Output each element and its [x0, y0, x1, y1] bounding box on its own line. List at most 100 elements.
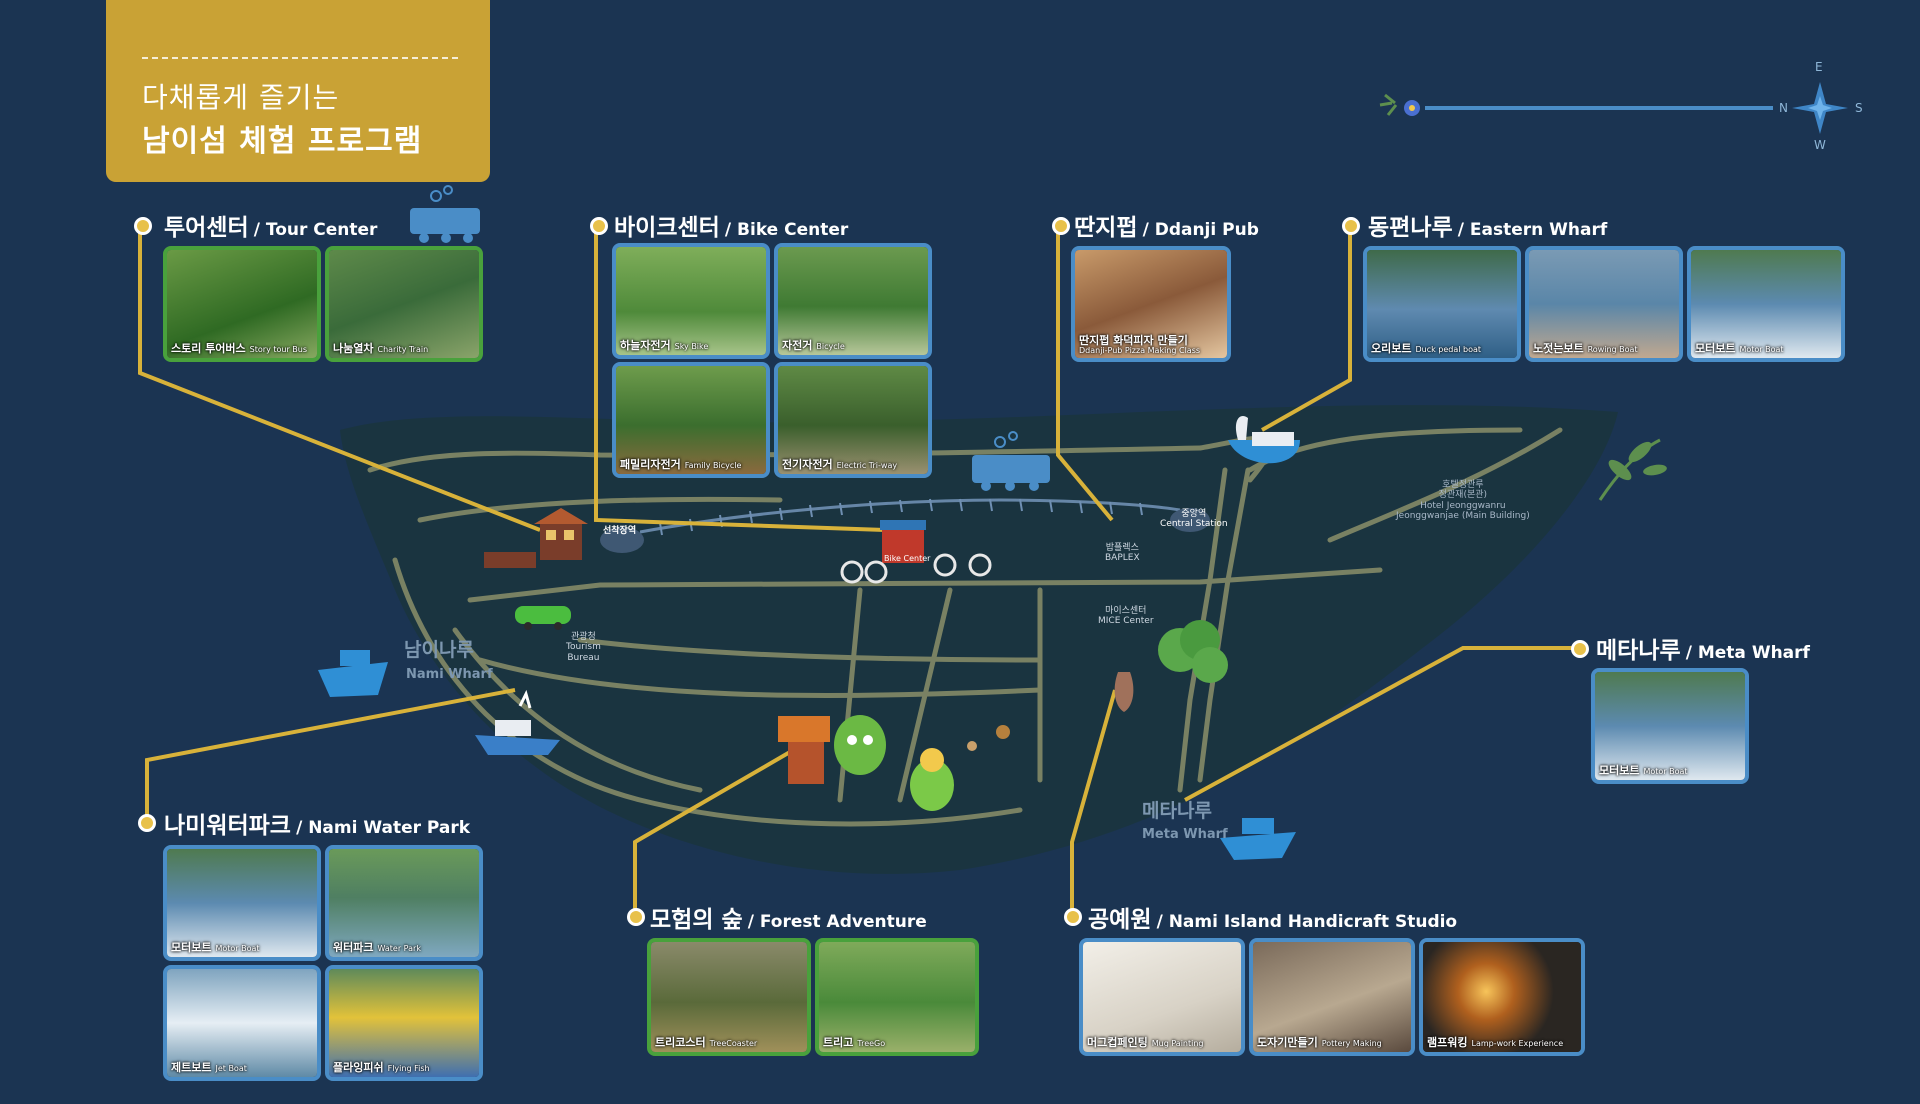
compass-north: N: [1779, 101, 1788, 115]
photo-wp-motor-boat: [167, 849, 317, 957]
leaf-decoration-icon: [1598, 438, 1667, 501]
forest-adventure-sign-icon: [778, 716, 830, 784]
bicycle-icon: [840, 553, 992, 584]
water-park-boat-icon: [475, 689, 560, 755]
ferry-station-label: 선착장역: [603, 526, 637, 536]
bike-center-building-icon: [880, 520, 926, 563]
photo-electric-tri-way: [778, 366, 928, 474]
handicraft-title-ko: 공예원: [1088, 907, 1152, 933]
handicraft-bullet: [1064, 908, 1082, 926]
water-park-title: 나미워터파크 / Nami Water Park: [164, 806, 470, 840]
bike-center-title-en: / Bike Center: [724, 220, 849, 240]
bike-center-title-ko: 바이크센터: [614, 215, 720, 241]
photo-sky-bike: [616, 247, 766, 355]
tour-center-bullet: [134, 217, 152, 235]
eastern-wharf-bullet: [1342, 217, 1360, 235]
title-divider: [142, 57, 458, 59]
duck-boat-icon: [1228, 416, 1300, 464]
handicraft-title: 공예원 / Nami Island Handicraft Studio: [1088, 900, 1457, 934]
acorn-icon: [967, 725, 1010, 751]
tour-center-title: 투어센터 / Tour Center: [164, 208, 377, 242]
photo-rowing-boat: [1529, 250, 1679, 358]
title-box: 다채롭게 즐기는 남이섬 체험 프로그램: [106, 0, 490, 182]
photo-motor-boat: [1691, 250, 1841, 358]
photo-meta-motor-boat: [1595, 672, 1745, 780]
nami-wharf-label-ko: 남이나루: [404, 639, 474, 661]
central-station-marker: [1170, 508, 1210, 532]
photo-water-park: [329, 849, 479, 957]
eastern-wharf-title-en: / Eastern Wharf: [1457, 220, 1608, 240]
photo-family-bicycle: [616, 366, 766, 474]
water-park-title-ko: 나미워터파크: [164, 813, 291, 839]
photo-pottery-making: [1253, 942, 1411, 1052]
nami-wharf-label-en: Nami Wharf: [406, 667, 493, 682]
title-line-2: 남이섬 체험 프로그램: [142, 124, 423, 159]
photo-flying-fish: [329, 969, 479, 1077]
photo-tour-bus: [167, 250, 317, 358]
forest-adventure-bullet: [627, 908, 645, 926]
compass-east: E: [1815, 60, 1823, 74]
forest-adventure-title: 모험의 숲 / Forest Adventure: [650, 900, 927, 934]
tour-bus-icon: [515, 606, 571, 630]
railway: [639, 498, 1181, 534]
photo-jet-boat: [167, 969, 317, 1077]
eastern-wharf-title: 동편나루 / Eastern Wharf: [1368, 208, 1607, 242]
eastern-wharf-title-ko: 동편나루: [1368, 215, 1453, 241]
forest-adventure-title-ko: 모험의 숲: [650, 907, 743, 933]
tour-center-title-en: / Tour Center: [253, 220, 378, 240]
train-icon-map: [972, 431, 1050, 491]
ddanji-pub-title-en: / Ddanji Pub: [1142, 220, 1259, 240]
water-park-title-en: / Nami Water Park: [296, 818, 471, 838]
ddanji-pub-title: 딴지펍 / Ddanji Pub: [1074, 208, 1259, 242]
nami-wharf-boat-icon: [318, 650, 388, 697]
meta-wharf-label-en: Meta Wharf: [1142, 827, 1228, 842]
photo-mug-painting: [1083, 942, 1241, 1052]
meta-wharf-bullet: [1571, 640, 1589, 658]
meta-wharf-title-ko: 메타나루: [1596, 638, 1681, 664]
photo-duck-pedal-boat: [1367, 250, 1517, 358]
meta-wharf-boat-icon: [1220, 818, 1296, 860]
bike-center-sign-label: Bike Center: [884, 554, 931, 563]
train-icon-top: [410, 185, 480, 243]
meta-wharf-title-en: / Meta Wharf: [1685, 643, 1810, 663]
